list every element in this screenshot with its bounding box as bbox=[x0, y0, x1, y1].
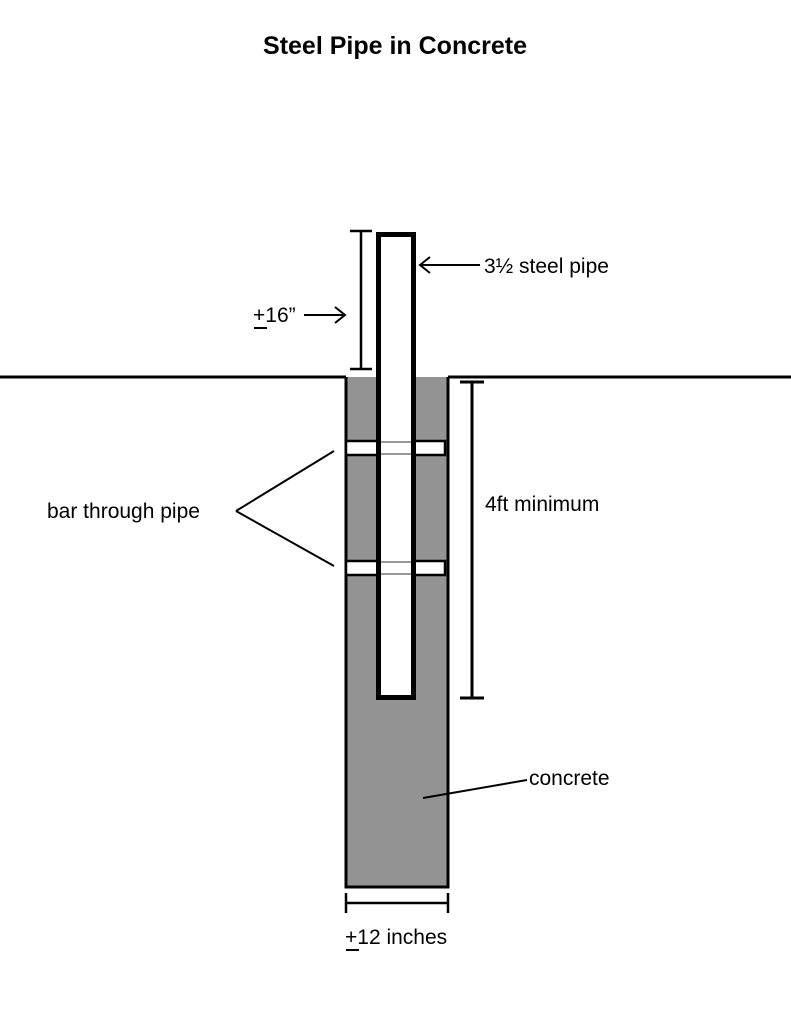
depth-dimension-bracket bbox=[460, 380, 484, 700]
arrow-right-icon bbox=[304, 306, 347, 324]
height-above-label: +16” bbox=[253, 304, 296, 327]
diagram-title: Steel Pipe in Concrete bbox=[263, 32, 527, 60]
arrow-left-icon bbox=[418, 256, 480, 274]
bars-leader-upper bbox=[235, 450, 335, 512]
concrete-outline bbox=[344, 377, 450, 889]
concrete-label: concrete bbox=[529, 767, 610, 790]
bars-leader-lower bbox=[235, 510, 335, 567]
depth-label: 4ft minimum bbox=[485, 493, 599, 516]
width-label: +12 inches bbox=[345, 926, 447, 949]
steel-pipe bbox=[376, 232, 416, 700]
bars-label: bar through pipe bbox=[47, 500, 200, 523]
pipe-label: 3½ steel pipe bbox=[484, 255, 609, 278]
pipe-label-arrow bbox=[418, 256, 480, 274]
width-dimension-bracket bbox=[344, 893, 450, 913]
concrete-leader bbox=[422, 779, 528, 799]
height-dimension-bracket bbox=[350, 229, 372, 371]
